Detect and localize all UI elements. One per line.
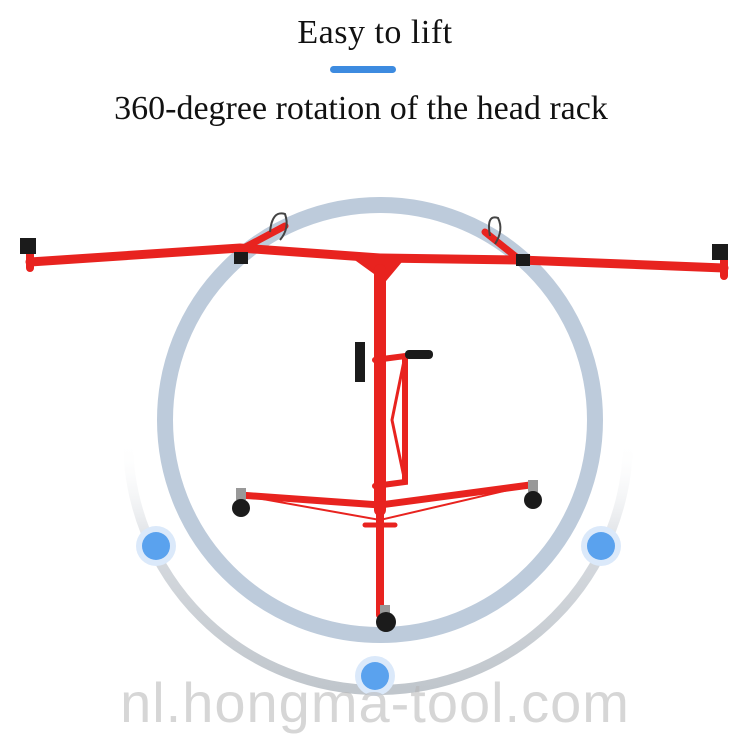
lift-black-parts	[20, 238, 728, 382]
caster-wheel-icons	[232, 480, 542, 632]
rotation-ring-icon	[157, 197, 603, 643]
page-title: Easy to lift	[297, 14, 453, 51]
watermark-text: nl.hongma-tool.com	[120, 671, 630, 734]
hook-icons	[269, 212, 502, 245]
position-dot-left-icon	[136, 526, 176, 566]
position-dot-right-icon	[581, 526, 621, 566]
page-subtitle: 360-degree rotation of the head rack	[114, 90, 608, 127]
title-underline	[330, 66, 396, 73]
drywall-lift	[25, 222, 729, 619]
position-dot-bottom-icon	[355, 656, 395, 696]
